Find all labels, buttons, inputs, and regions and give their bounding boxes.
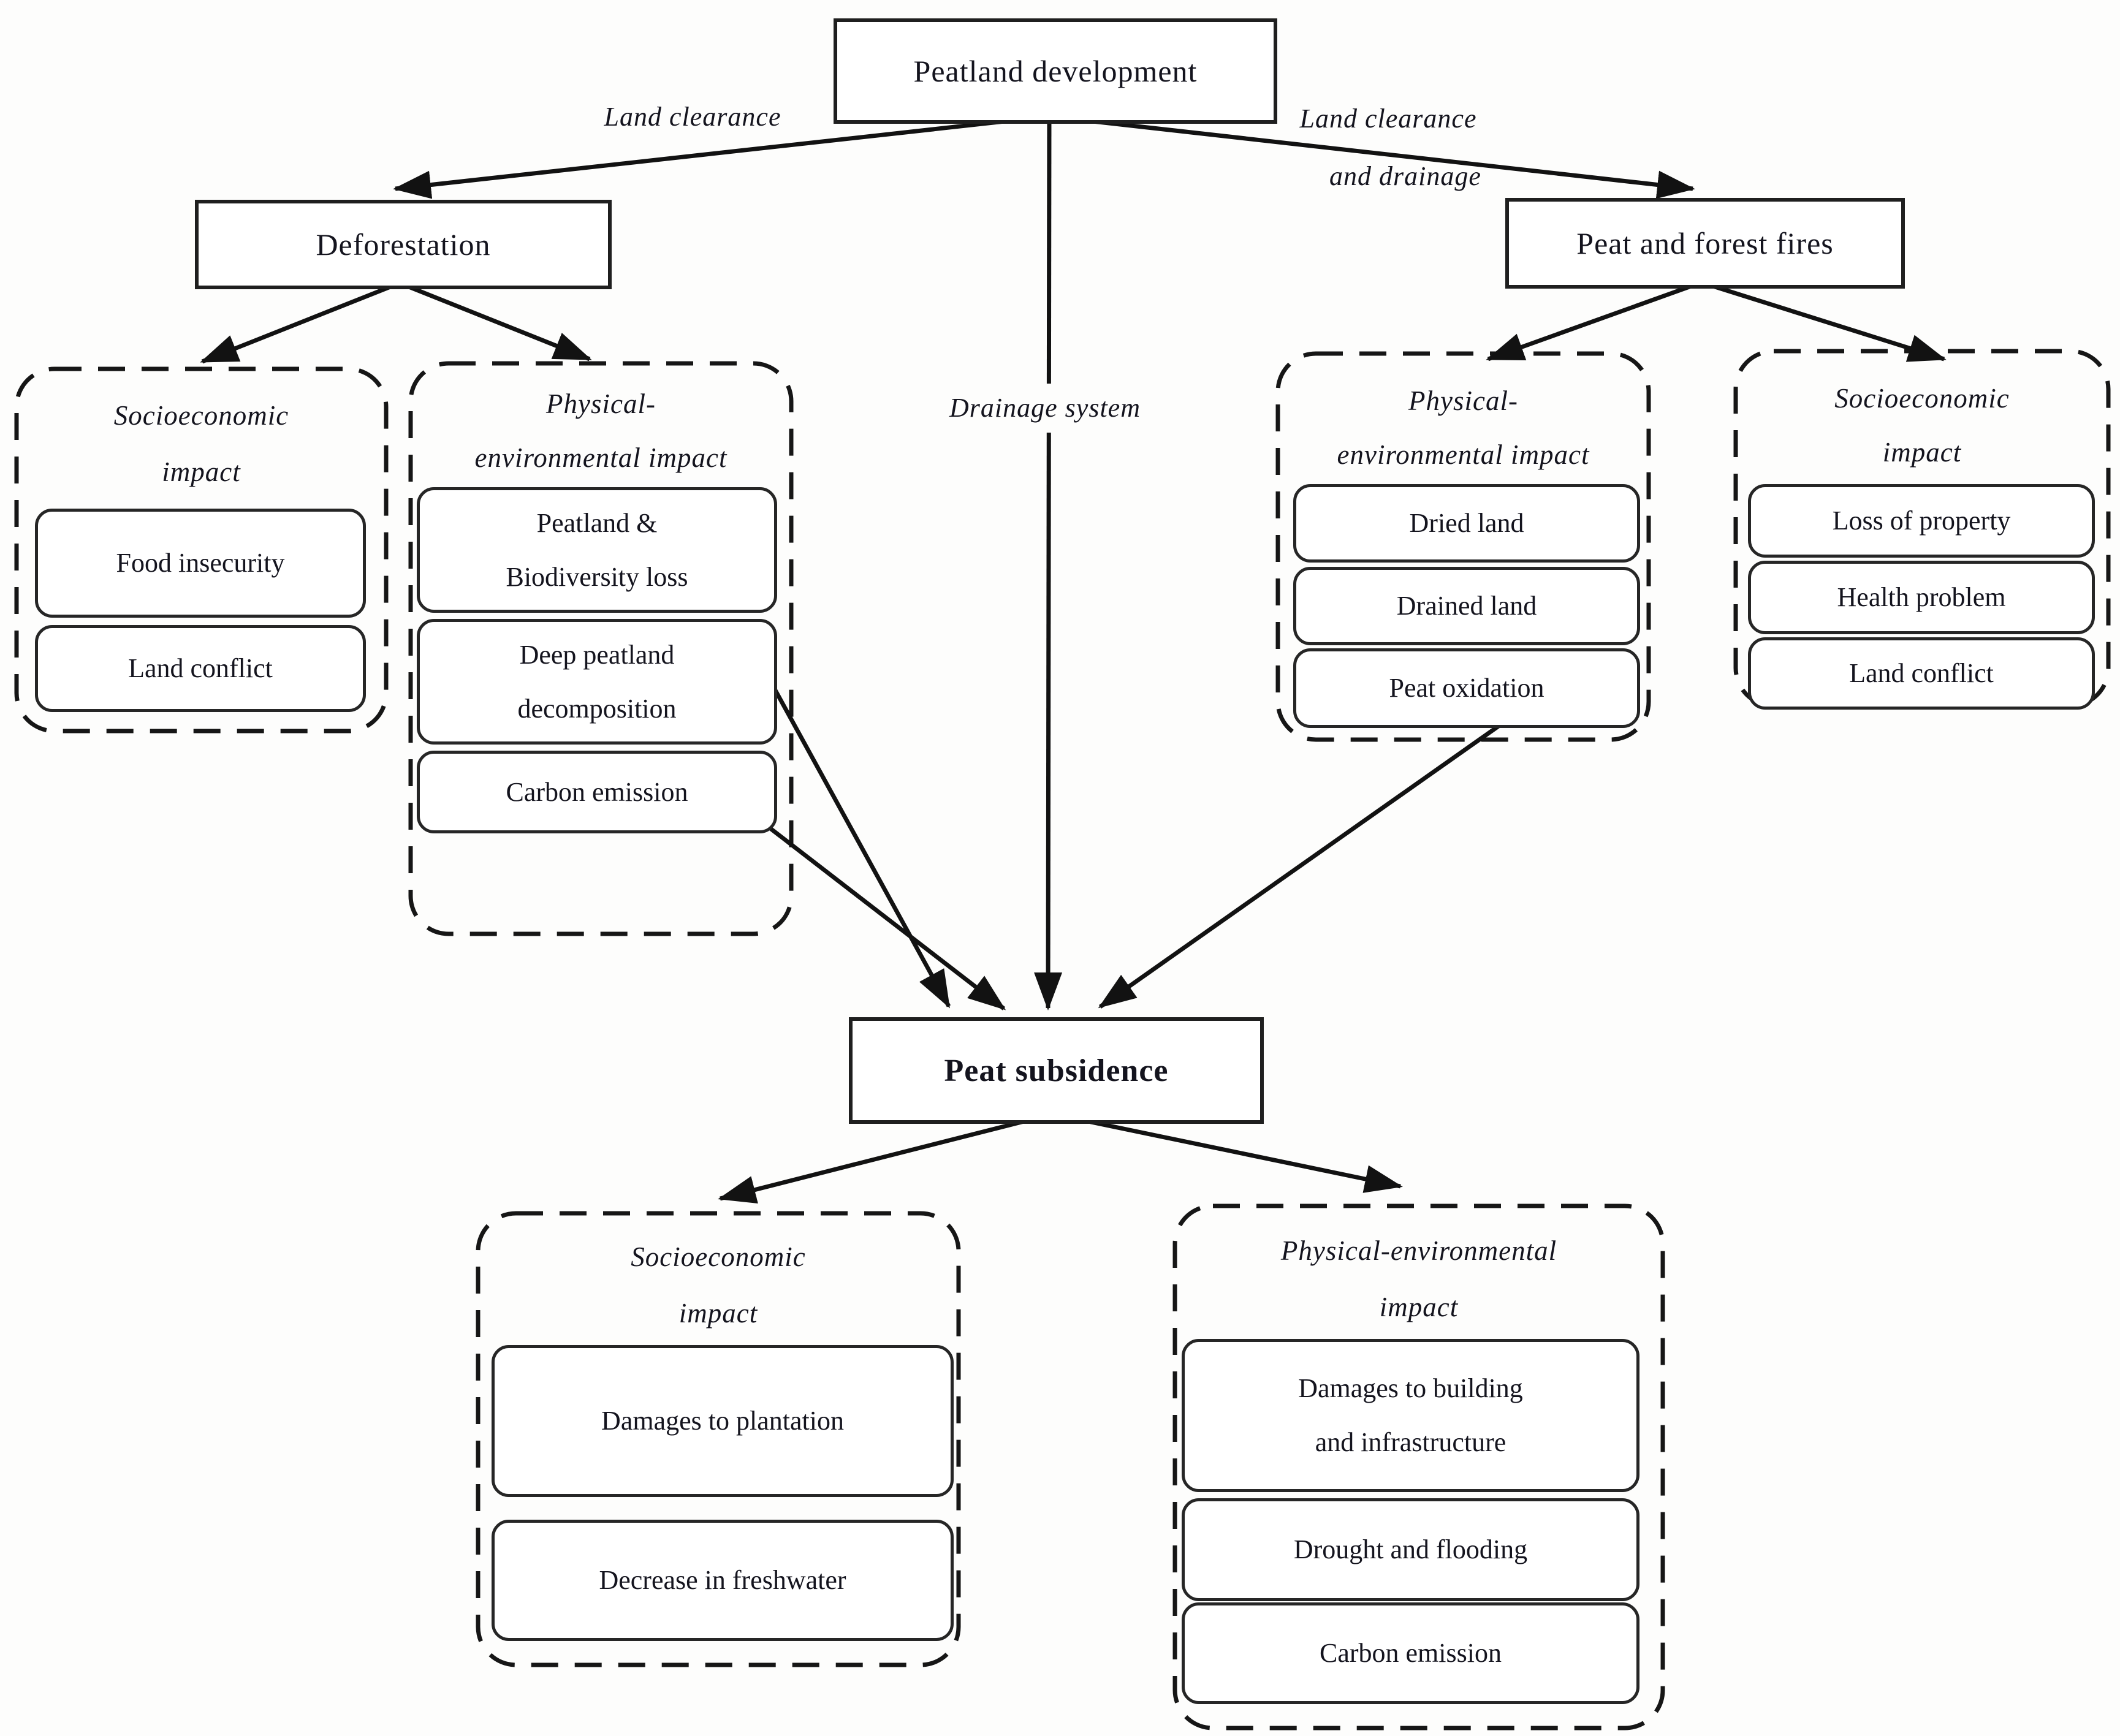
item-line: and infrastructure (1315, 1427, 1506, 1457)
node-deforestation: Deforestation (195, 200, 612, 289)
node-drained-land: Drained land (1293, 567, 1640, 645)
group-title-line: impact (1882, 437, 1962, 468)
node-decrease-in-freshwater: Decrease in freshwater (492, 1520, 954, 1641)
group-title-socioeconomic-bottom: Socioeconomic impact (481, 1229, 956, 1341)
node-damages-to-building-and-infrastructure: Damages to building and infrastructure (1182, 1339, 1639, 1492)
group-title-socioeconomic-right: Socioeconomic impact (1738, 371, 2107, 479)
node-peat-and-forest-fires: Peat and forest fires (1505, 198, 1905, 289)
node-land-conflict-left: Land conflict (35, 625, 366, 712)
arrow-deforestation-to-socio-left (200, 281, 401, 364)
group-title-socioeconomic-left: Socioeconomic impact (18, 387, 384, 500)
group-title-physical-environmental-bottom: Physical-environmental impact (1177, 1222, 1661, 1335)
arrow-subsidence-to-physenv-bottom (1064, 1114, 1403, 1193)
item-line: Biodiversity loss (506, 561, 688, 592)
item-line: Drained land (1396, 591, 1537, 621)
node-peatland-biodiversity-loss: Peatland & Biodiversity loss (417, 487, 777, 613)
group-physical-environmental-right-outline (1275, 351, 1651, 742)
group-physical-environmental-left-outline (408, 361, 794, 936)
arrow-decomposition-to-subsidence (761, 667, 951, 1009)
group-title-line: Socioeconomic (1834, 383, 2010, 414)
node-peat-subsidence: Peat subsidence (849, 1017, 1264, 1124)
node-land-conflict-right: Land conflict (1748, 637, 2095, 710)
node-peat-oxidation: Peat oxidation (1293, 648, 1640, 728)
arrow-dev-to-fires (1049, 114, 1695, 199)
group-socioeconomic-left-outline (14, 366, 389, 733)
node-carbon-emission-left: Carbon emission (417, 751, 777, 833)
group-title-line: Physical- (546, 389, 656, 419)
item-line: Land conflict (1849, 658, 1994, 688)
group-physical-environmental-bottom-outline (1172, 1203, 1665, 1730)
group-title-line: impact (162, 457, 241, 487)
item-line: Decrease in freshwater (599, 1565, 846, 1595)
edge-label-land-clearance-and-drainage-line1: Land clearance (1299, 104, 1477, 134)
edge-label-drainage-system: Drainage system (916, 384, 1174, 433)
group-title-line: impact (678, 1298, 758, 1329)
group-title-physical-environmental-right: Physical- environmental impact (1281, 374, 1646, 482)
item-line: Food insecurity (116, 548, 285, 578)
arrow-fires-to-socio-right (1700, 280, 1947, 362)
group-title-line: environmental impact (474, 442, 728, 473)
item-line: Health problem (1837, 582, 2006, 612)
item-line: Damages to plantation (601, 1406, 844, 1436)
node-deep-peatland-decomposition: Deep peatland decomposition (417, 619, 777, 745)
node-drought-and-flooding: Drought and flooding (1182, 1498, 1639, 1601)
item-line: Damages to building (1298, 1373, 1523, 1403)
group-title-line: Physical-environmental (1280, 1235, 1557, 1266)
group-title-line: Physical- (1408, 385, 1518, 416)
item-line: Dried land (1409, 508, 1524, 538)
item-line: Peat oxidation (1389, 673, 1544, 703)
node-dried-land: Dried land (1293, 484, 1640, 563)
group-title-line: Socioeconomic (631, 1241, 806, 1272)
arrow-dev-to-deforestation (393, 114, 1050, 199)
group-title-line: Socioeconomic (113, 400, 289, 431)
node-loss-of-property: Loss of property (1748, 484, 2095, 558)
item-line: Carbon emission (506, 776, 688, 807)
arrow-oxidation-to-subsidence (1098, 724, 1500, 1009)
arrow-dev-to-subsidence (1034, 116, 1063, 1010)
item-line: Peatland & (536, 507, 658, 538)
group-title-physical-environmental-left: Physical- environmental impact (414, 377, 788, 485)
arrow-deforestation-to-physenv-left (398, 281, 592, 362)
item-line: Loss of property (1832, 506, 2011, 536)
node-health-problem: Health problem (1748, 561, 2095, 634)
node-peatland-development: Peatland development (834, 18, 1277, 124)
arrow-subsidence-to-socio-bottom (718, 1114, 1044, 1203)
group-socioeconomic-bottom-outline (476, 1211, 961, 1667)
group-title-line: environmental impact (1337, 439, 1590, 470)
arrow-fires-to-physenv-right (1486, 280, 1703, 362)
item-line: Carbon emission (1320, 1638, 1502, 1668)
node-carbon-emission-bottom: Carbon emission (1182, 1602, 1639, 1704)
node-food-insecurity: Food insecurity (35, 509, 366, 618)
item-line: Land conflict (128, 653, 273, 683)
item-line: Deep peatland (519, 639, 675, 670)
arrow-carbon-to-subsidence (755, 816, 1006, 1010)
item-line: Drought and flooding (1293, 1534, 1528, 1564)
group-title-line: impact (1379, 1292, 1459, 1322)
node-damages-to-plantation: Damages to plantation (492, 1345, 954, 1497)
edge-label-land-clearance: Land clearance (604, 102, 781, 132)
item-line: decomposition (517, 693, 677, 724)
edge-label-land-clearance-and-drainage-line2: and drainage (1329, 161, 1481, 191)
